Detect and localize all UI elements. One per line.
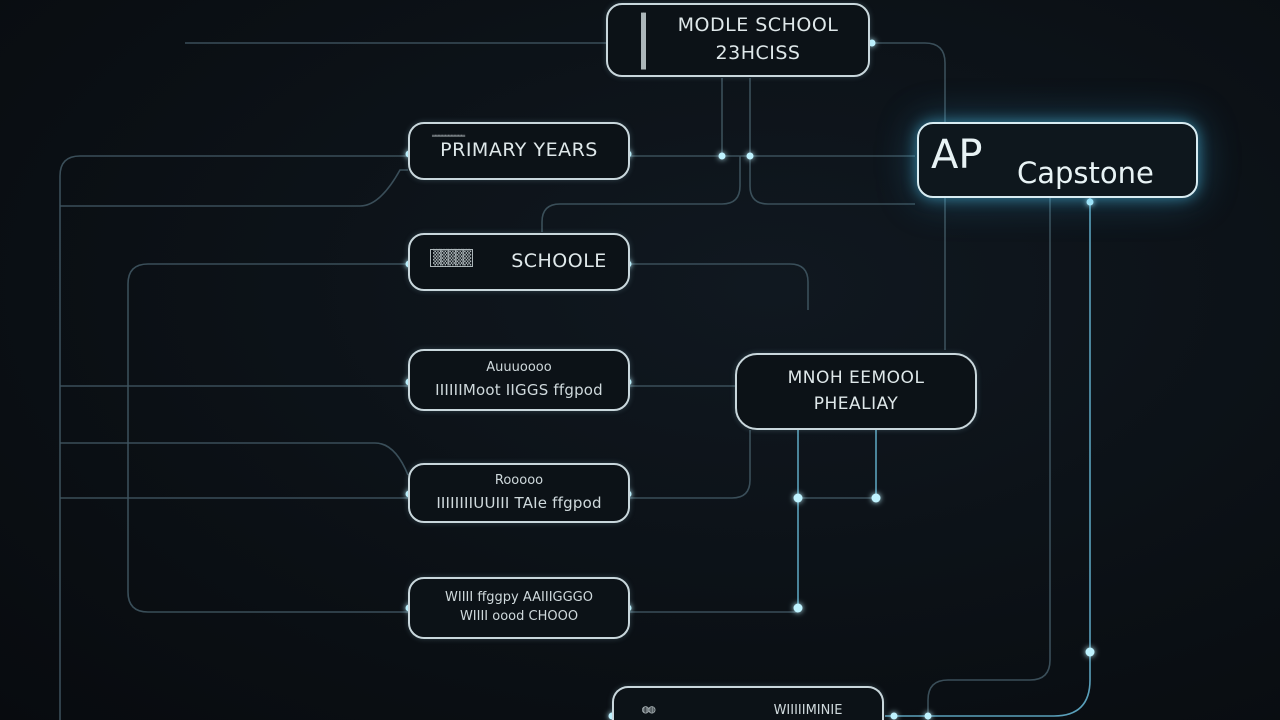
node-sublabel: 23HCISS	[715, 42, 801, 64]
wire-n5-left2	[60, 442, 409, 476]
scribble-icon: ◍◍	[642, 702, 655, 716]
node-auuuoooo: Auuuoooo IIIIIIMoot IIGGS ffgpod	[408, 349, 630, 411]
junction-dot	[793, 493, 803, 503]
node-label: MNOH EEMOOL	[787, 367, 925, 388]
junction-dot	[924, 712, 932, 720]
node-middle-school: ▐▌▐▌▐▌▐▌▐▌▐▌ MODLE SCHOOL 23HCISS	[606, 3, 870, 77]
node-label: MODLE SCHOOL	[677, 14, 839, 37]
node-rooooo: Rooooo IIIIIIIIUUIII TAIe ffgpod	[408, 463, 630, 523]
decor-glyph-icon: ══════════	[432, 132, 465, 140]
node-wiiii: WIIII ffggpy AAIIIGGGO WIIII oood CHOOO	[408, 577, 630, 639]
wire-ms-to-schoole	[541, 156, 741, 232]
wire-ap-down	[885, 198, 1091, 717]
node-sublabel: IIIIIIMoot IIGGS ffgpod	[435, 380, 603, 399]
junction-dot	[868, 39, 876, 47]
node-sublabel: Capstone	[1017, 156, 1154, 190]
junction-dot	[746, 152, 754, 160]
junction-dot	[1086, 198, 1094, 206]
node-sublabel: PHEALIAY	[813, 393, 899, 414]
node-bottom: ◍◍ WIIIIIMINIE	[612, 686, 884, 720]
node-label: WIIII ffggpy AAIIIGGGO	[445, 590, 593, 606]
node-label: SCHOOLE	[511, 250, 607, 273]
node-label: AP	[931, 132, 983, 178]
node-label: Rooooo	[494, 472, 544, 488]
node-label: Auuuoooo	[486, 359, 552, 375]
node-label: PRIMARY YEARS	[440, 139, 598, 162]
node-ap-capstone: AP Capstone	[917, 122, 1198, 198]
node-mnoh-school: MNOH EEMOOL PHEALIAY	[735, 353, 977, 430]
wire-left-inner	[127, 263, 408, 613]
junction-dot	[1085, 647, 1095, 657]
scribble-icon: ▒▒▒▒▒	[430, 249, 474, 267]
wire-schoole-right	[630, 263, 809, 310]
wire-ap-down2	[927, 198, 1051, 720]
node-label: WIIIIIMINIE	[773, 703, 843, 718]
wire-ms-down-b	[749, 78, 915, 205]
node-sublabel: WIIII oood CHOOO	[459, 609, 579, 624]
barcode-icon: ▐▌▐▌▐▌▐▌▐▌▐▌	[638, 14, 649, 70]
wire-left-outer	[59, 155, 408, 720]
junction-dot	[718, 152, 726, 160]
junction-dot	[871, 493, 881, 503]
node-sublabel: IIIIIIIIUUIII TAIe ffgpod	[436, 493, 602, 512]
junction-dot	[890, 712, 898, 720]
wire-n5-right	[630, 430, 751, 499]
node-primary-years: ══════════ PRIMARY YEARS	[408, 122, 630, 180]
wire-left-py2	[60, 169, 408, 207]
node-schoole: ▒▒▒▒▒ SCHOOLE	[408, 233, 630, 291]
junction-dot	[793, 603, 803, 613]
wire-ms-right	[870, 42, 946, 350]
